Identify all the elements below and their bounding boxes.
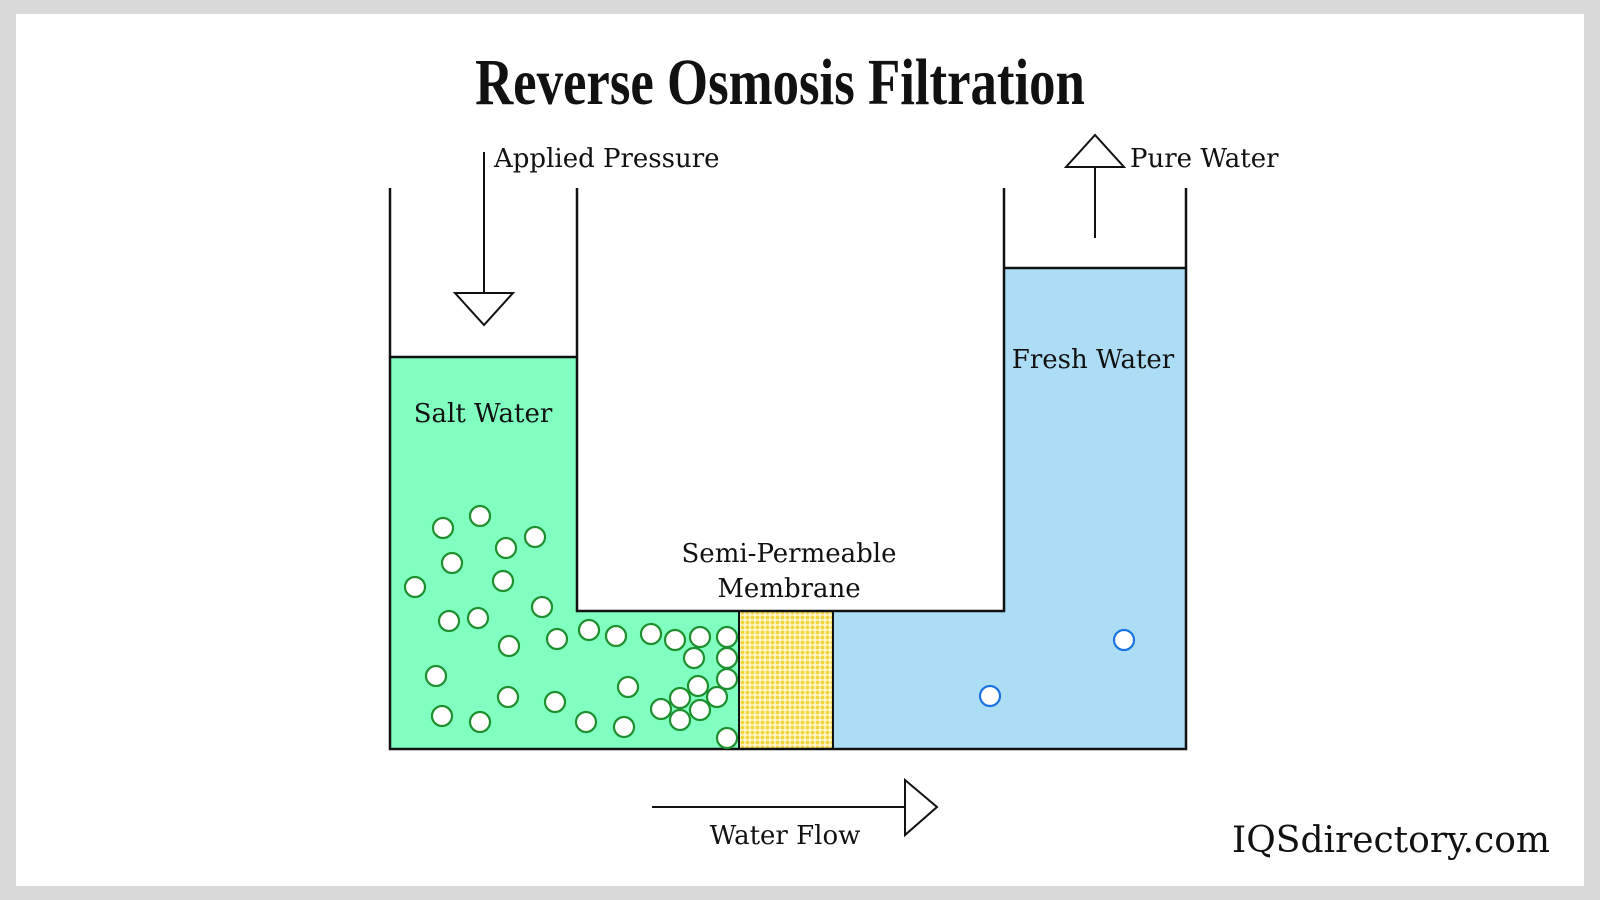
diagram-title: Reverse Osmosis Filtration	[475, 45, 1085, 118]
salt-particle	[686, 674, 710, 698]
salt-particle	[663, 628, 687, 652]
membrane-label-line1: Semi-Permeable	[682, 539, 897, 569]
applied-pressure-label: Applied Pressure	[493, 144, 720, 174]
u-tube-container	[388, 188, 1188, 751]
diagram-canvas: Reverse Osmosis Filtration Applied Press…	[16, 14, 1584, 886]
fresh-water-region	[833, 268, 1186, 749]
salt-particle	[545, 627, 569, 651]
applied-pressure-arrow-icon	[452, 152, 516, 327]
salt-particle	[440, 551, 464, 575]
salt-particle	[437, 609, 461, 633]
salt-particle	[523, 525, 547, 549]
membrane-label-line2: Membrane	[717, 574, 860, 604]
salt-particle	[496, 685, 520, 709]
salt-particle	[468, 710, 492, 734]
salt-particle	[577, 618, 601, 642]
salt-particle	[688, 698, 712, 722]
salt-water-region	[390, 357, 739, 749]
salt-particle	[612, 715, 636, 739]
salt-particle	[715, 667, 739, 691]
ro-diagram: Reverse Osmosis Filtration Applied Press…	[388, 45, 1550, 861]
salt-particle	[530, 595, 554, 619]
salt-particle	[668, 686, 692, 710]
semi-permeable-membrane	[739, 611, 833, 749]
salt-particle	[649, 697, 673, 721]
salt-particle	[715, 646, 739, 670]
brand-watermark: IQSdirectory.com	[1232, 820, 1550, 861]
salt-particle	[543, 690, 567, 714]
salt-particle	[616, 675, 640, 699]
fresh-particle	[1112, 628, 1136, 652]
salt-particle	[639, 622, 663, 646]
salt-particle	[688, 625, 712, 649]
salt-particle	[424, 664, 448, 688]
water-flow-label: Water Flow	[710, 821, 861, 851]
salt-particle	[403, 575, 427, 599]
salt-particle	[468, 504, 492, 528]
salt-particle	[494, 536, 518, 560]
salt-particle	[574, 710, 598, 734]
salt-particle	[682, 646, 706, 670]
salt-particle	[497, 634, 521, 658]
salt-particle	[430, 704, 454, 728]
salt-particle	[431, 516, 455, 540]
salt-particle	[604, 624, 628, 648]
pure-water-arrow-icon	[1063, 133, 1127, 238]
salt-particle	[466, 606, 490, 630]
salt-particle	[705, 685, 729, 709]
fresh-particles	[978, 628, 1136, 708]
salt-particles	[403, 504, 739, 750]
pure-water-label: Pure Water	[1130, 144, 1279, 174]
fresh-water-label: Fresh Water	[1012, 345, 1175, 375]
salt-particle	[491, 569, 515, 593]
fresh-particle	[978, 684, 1002, 708]
salt-particle	[715, 625, 739, 649]
salt-particle	[715, 726, 739, 750]
salt-particle	[668, 708, 692, 732]
salt-water-label: Salt Water	[414, 399, 553, 429]
water-flow-arrow-icon	[652, 777, 939, 838]
